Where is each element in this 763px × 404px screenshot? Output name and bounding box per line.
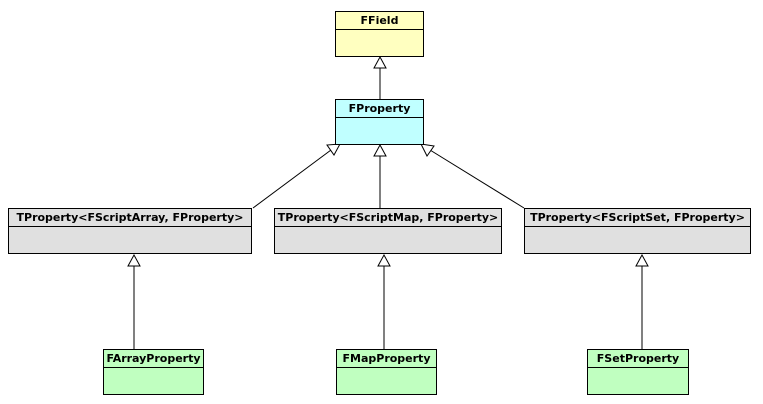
class-name: FProperty (336, 100, 423, 118)
class-name: TProperty<FScriptArray, FProperty> (9, 209, 251, 227)
class-box-farrayproperty[interactable]: FArrayProperty (103, 349, 204, 395)
class-name: TProperty<FScriptMap, FProperty> (275, 209, 501, 227)
class-name: FField (336, 12, 423, 30)
inheritance-arrow-fproperty-center (373, 143, 387, 157)
class-box-tproperty-set[interactable]: TProperty<FScriptSet, FProperty> (524, 208, 751, 254)
edge-tproperty-array-fproperty (252, 149, 332, 209)
inheritance-arrow-ffield (373, 55, 387, 69)
class-box-tproperty-array[interactable]: TProperty<FScriptArray, FProperty> (8, 208, 252, 254)
inheritance-arrow-tproperty-map (377, 253, 391, 267)
class-box-ffield[interactable]: FField (335, 11, 424, 57)
class-name: FArrayProperty (104, 350, 203, 368)
class-name: TProperty<FScriptSet, FProperty> (525, 209, 750, 227)
class-name: FMapProperty (337, 350, 436, 368)
inheritance-arrow-fproperty-right (420, 143, 435, 157)
inheritance-arrow-tproperty-set (635, 253, 649, 267)
edge-tproperty-set-fproperty (429, 149, 525, 209)
class-box-tproperty-map[interactable]: TProperty<FScriptMap, FProperty> (274, 208, 502, 254)
inheritance-arrow-tproperty-array (127, 253, 141, 267)
class-box-fmapproperty[interactable]: FMapProperty (336, 349, 437, 395)
class-name: FSetProperty (588, 350, 688, 368)
class-box-fproperty[interactable]: FProperty (335, 99, 424, 145)
inheritance-arrow-fproperty-left (326, 143, 341, 156)
class-box-fsetproperty[interactable]: FSetProperty (587, 349, 689, 395)
